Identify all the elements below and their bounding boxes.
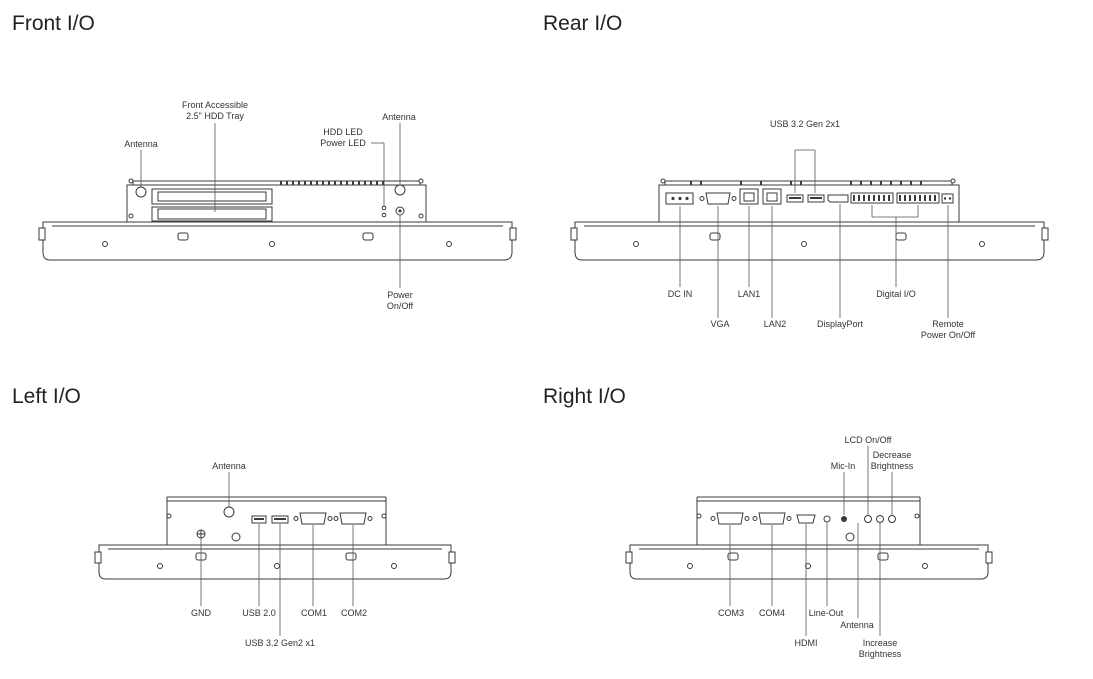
label-rear-lan2: LAN2 — [763, 319, 787, 329]
rear-digital-io-pins — [853, 195, 936, 201]
label-right-increase: Increase Brightness — [858, 638, 902, 659]
label-left-usb20: USB 2.0 — [242, 608, 276, 618]
label-rear-usb32: USB 3.2 Gen 2x1 — [769, 119, 841, 129]
label-rear-dc-in: DC IN — [667, 289, 693, 299]
front-cooling-fins — [280, 181, 384, 185]
right-io-device — [625, 446, 993, 636]
label-front-hdd-tray: Front Accessible 2.5" HDD Tray — [181, 100, 249, 121]
label-left-gnd: GND — [191, 608, 211, 618]
label-front-antenna-right: Antenna — [382, 112, 416, 122]
label-rear-digital-io: Digital I/O — [876, 289, 916, 299]
label-right-antenna: Antenna — [840, 620, 874, 630]
rear-cooling-fins — [690, 181, 922, 185]
rear-io-title: Rear I/O — [543, 12, 623, 35]
right-io-title: Right I/O — [543, 385, 626, 408]
label-right-mic: Mic-In — [830, 461, 856, 471]
label-left-com2: COM2 — [340, 608, 368, 618]
label-rear-displayport: DisplayPort — [816, 319, 864, 329]
label-rear-lan1: LAN1 — [737, 289, 761, 299]
label-rear-vga: VGA — [710, 319, 730, 329]
label-right-hdmi: HDMI — [794, 638, 818, 648]
label-left-usb32: USB 3.2 Gen2 x1 — [244, 638, 316, 648]
label-rear-remote-power: Remote Power On/Off — [920, 319, 976, 340]
label-right-com4: COM4 — [758, 608, 786, 618]
left-io-device — [94, 472, 456, 636]
label-right-decrease: Decrease Brightness — [870, 450, 914, 471]
label-left-com1: COM1 — [300, 608, 328, 618]
label-front-antenna-left: Antenna — [124, 139, 158, 149]
label-right-lcd: LCD On/Off — [844, 435, 892, 445]
front-io-device — [38, 123, 517, 288]
left-io-title: Left I/O — [12, 385, 81, 408]
label-right-com3: COM3 — [717, 608, 745, 618]
label-front-hdd-led: HDD LED Power LED — [320, 127, 366, 148]
label-left-antenna: Antenna — [212, 461, 246, 471]
front-io-title: Front I/O — [12, 12, 95, 35]
label-right-lineout: Line-Out — [808, 608, 844, 618]
label-front-power: Power On/Off — [386, 290, 414, 311]
rear-io-device — [570, 149, 1049, 318]
